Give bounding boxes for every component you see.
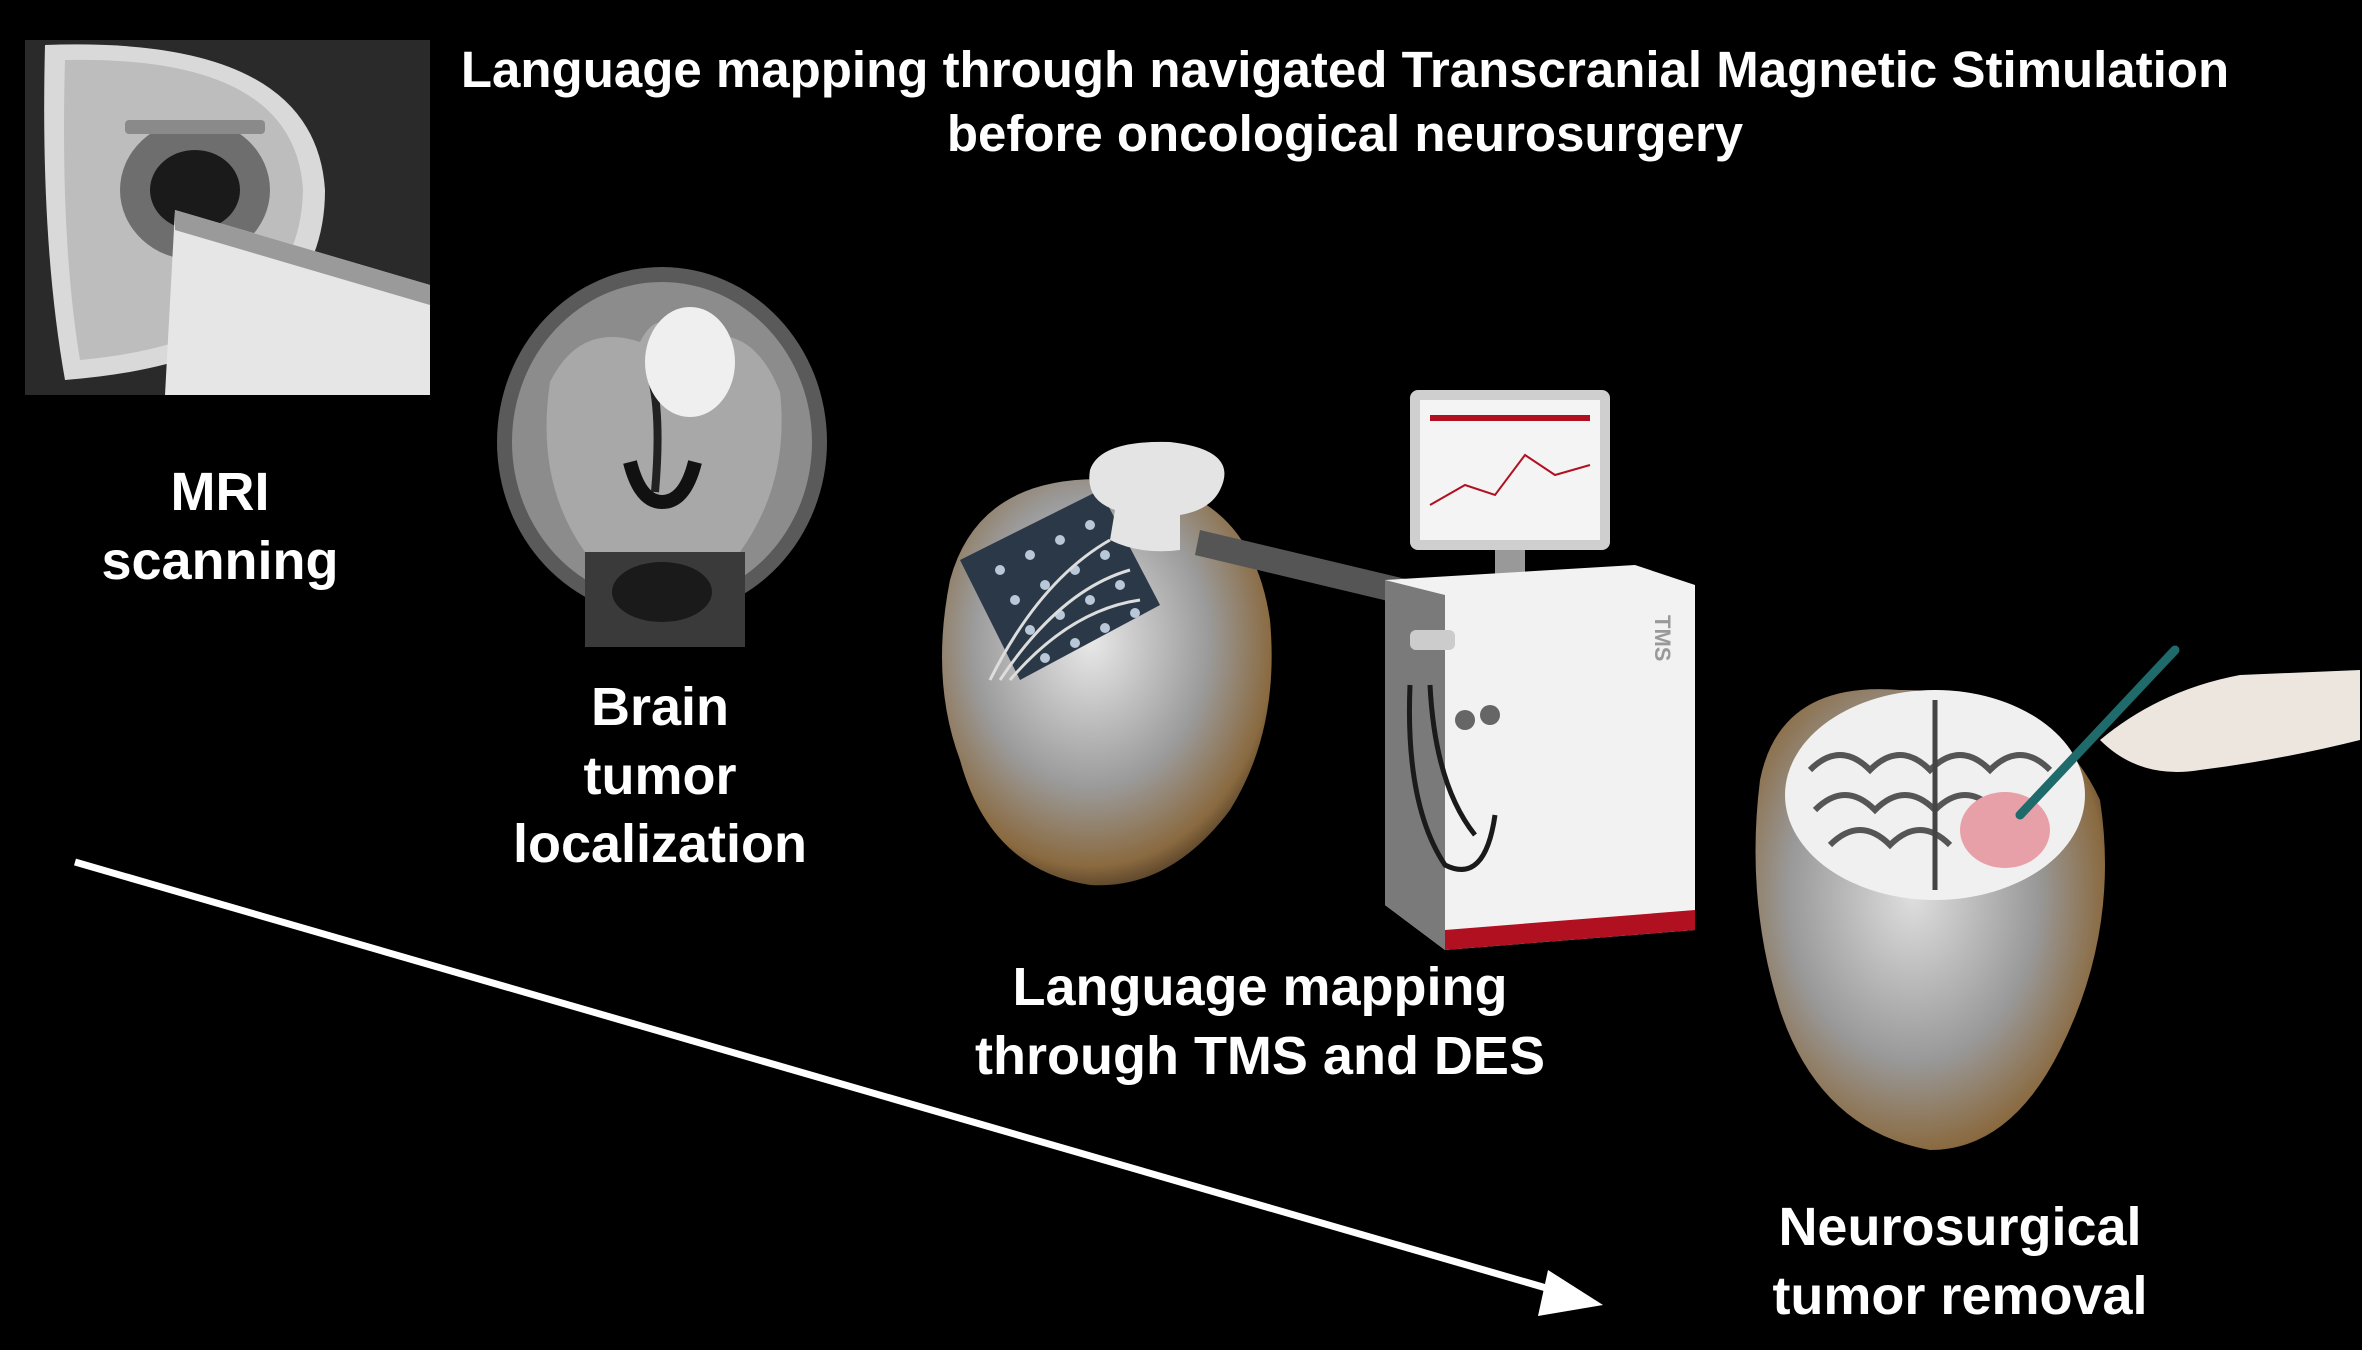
step-mri-line-1: MRI [170, 462, 270, 522]
arrow-head [1538, 1270, 1603, 1316]
scalpel [2015, 645, 2180, 820]
title-line-2: before oncological neurosurgery [946, 105, 1744, 163]
mri-scanner-image [25, 40, 430, 395]
electrode-grid [960, 490, 1160, 680]
device-cable [1406, 684, 1498, 872]
figure-title: Language mapping through navigated Trans… [350, 38, 2340, 167]
step-label-removal: Neurosurgical tumor removal [1700, 1193, 2220, 1330]
neurosurgery-head-image [1755, 645, 2360, 1150]
tms-coil [1089, 441, 1225, 552]
step-removal-line-2: tumor removal [1772, 1265, 2148, 1326]
tms-device-image: TMS [1385, 390, 1695, 950]
tumor-highlight [645, 307, 735, 417]
step-localization-line-2: tumor [583, 745, 737, 806]
gloved-hand [2100, 670, 2360, 772]
arrow-shaft [74, 858, 1561, 1296]
step-removal-line-1: Neurosurgical [1778, 1197, 2142, 1257]
step-mapping-line-1: Language mapping [1012, 957, 1508, 1017]
coil-cable [1195, 530, 1410, 605]
step-mri-line-2: scanning [101, 530, 339, 591]
title-line-1: Language mapping through navigated Trans… [460, 41, 2230, 98]
device-brand-text: TMS [1650, 615, 1675, 661]
step-mapping-line-2: through TMS and DES [975, 1025, 1545, 1086]
step-label-mapping: Language mapping through TMS and DES [920, 953, 1600, 1090]
step-label-mri: MRI scanning [60, 458, 380, 595]
brain-mri-slice-image [497, 267, 827, 647]
step-localization-line-1: Brain [590, 677, 730, 737]
step-label-localization: Brain tumor localization [480, 673, 840, 879]
tms-head-with-coil-image [942, 441, 1410, 886]
step-localization-line-3: localization [512, 814, 808, 875]
